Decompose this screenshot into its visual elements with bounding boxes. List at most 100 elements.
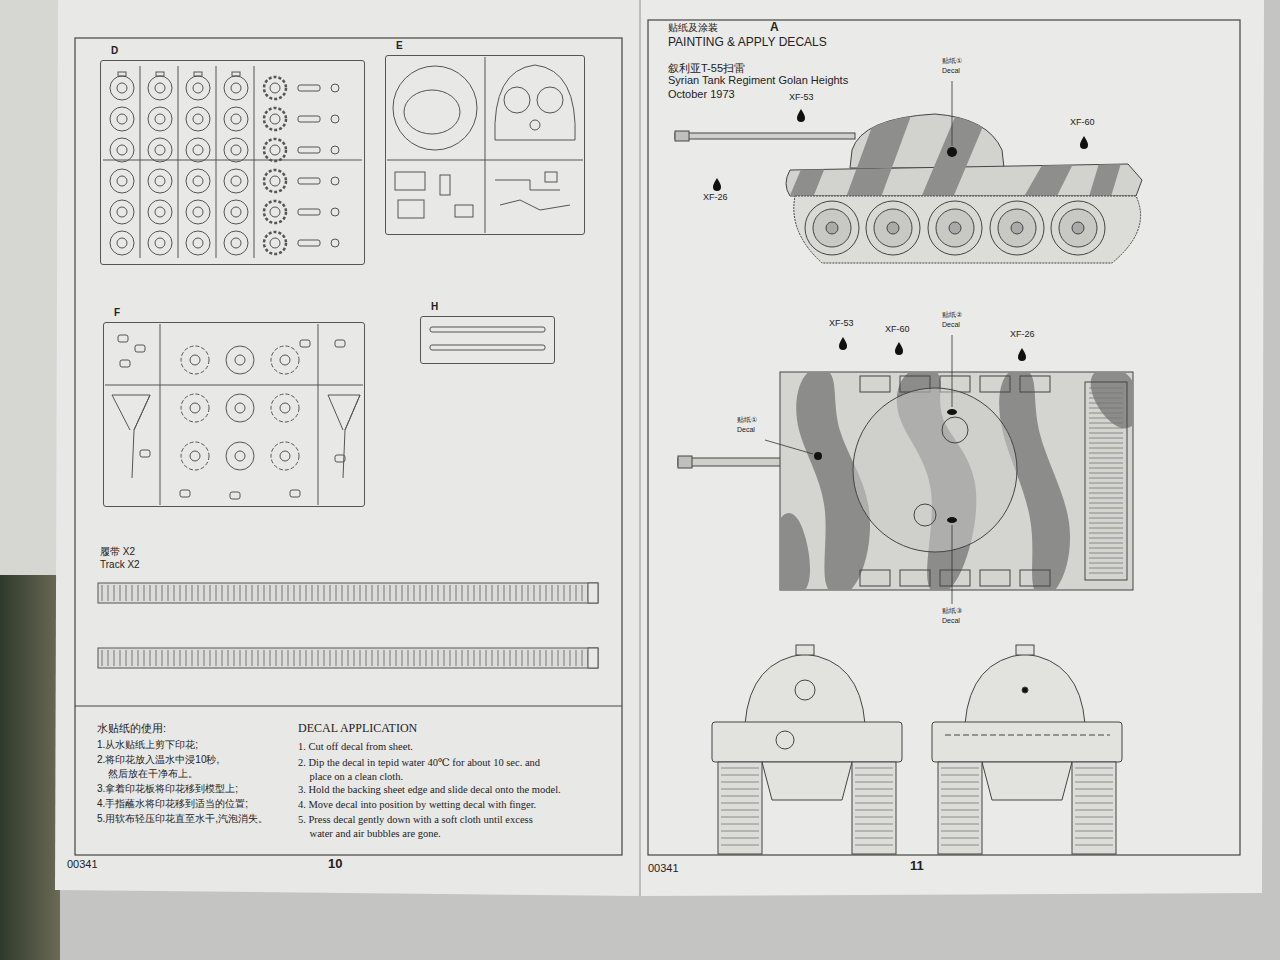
wheel-hub — [193, 238, 203, 248]
paint-code: XF-60 — [1070, 117, 1095, 128]
page-heading: 贴纸及涂装 — [668, 22, 718, 34]
wheel-hub — [193, 145, 203, 155]
fender-box — [900, 570, 930, 586]
track-links — [102, 650, 594, 666]
road-wheel — [186, 231, 210, 255]
sprue-letter: F — [114, 307, 120, 318]
small-part — [331, 208, 339, 216]
wheel-hub — [155, 145, 165, 155]
camouflage-band — [788, 160, 828, 200]
cupola — [796, 645, 814, 655]
paint-drop — [797, 109, 805, 122]
instruction-step: 5. Press decal gently down with a soft c… — [298, 813, 558, 841]
wheel-hub — [280, 451, 290, 461]
wheel-hub — [280, 355, 290, 365]
wheel-tab — [118, 72, 126, 76]
turret — [745, 654, 865, 724]
wheel-hub — [887, 222, 899, 234]
wheel-hub — [235, 355, 245, 365]
engine-grill — [1089, 388, 1123, 573]
wheel-hub — [1011, 222, 1023, 234]
road-wheel — [110, 200, 134, 224]
background-strip — [0, 575, 60, 960]
wheel-hub — [117, 83, 127, 93]
road-wheel — [990, 201, 1044, 255]
instruction-step: 1. Cut off decal from sheet. — [298, 741, 413, 754]
hull — [932, 722, 1122, 762]
idler-wheel — [181, 442, 209, 470]
instruction-step: 3.拿着印花板将印花移到模型上; — [97, 783, 238, 795]
page-number: 11 — [910, 858, 924, 874]
wheel-hub — [117, 145, 127, 155]
turret-ring — [393, 66, 477, 150]
small-part — [298, 209, 320, 215]
camouflage-band — [1022, 160, 1075, 200]
fender-box — [1020, 570, 1050, 586]
sprue-drawings — [98, 57, 598, 668]
runner — [140, 66, 141, 258]
leader-line — [765, 440, 813, 454]
front-view — [712, 645, 902, 854]
wheel-hub — [826, 222, 838, 234]
hatch — [914, 504, 936, 526]
decal-mark — [947, 409, 957, 415]
wheel-hub — [231, 207, 241, 217]
wheel-hub — [190, 403, 200, 413]
small-part — [118, 335, 128, 342]
instruction-step: 5.用软布轻压印花直至水干,汽泡消失。 — [97, 813, 268, 825]
camouflage-band — [920, 105, 992, 200]
wheel-tab — [194, 72, 202, 76]
section-heading: 水贴纸的使用: — [97, 722, 166, 735]
frame-divider — [75, 705, 622, 706]
wheel-hub — [155, 176, 165, 186]
paint-drop — [839, 337, 847, 350]
road-wheel-rim — [998, 209, 1036, 247]
sprocket-hub — [270, 176, 280, 186]
small-part — [331, 239, 339, 247]
idler-wheel — [271, 346, 299, 374]
frame-part — [328, 395, 360, 478]
decal-callout: Decal — [942, 67, 960, 75]
sprocket — [264, 201, 286, 223]
decal-callout: 贴纸① — [942, 57, 962, 65]
wheel-hub — [155, 207, 165, 217]
road-wheel — [186, 169, 210, 193]
paint-drop — [713, 178, 721, 191]
page-fold — [639, 0, 641, 896]
sprue-letter: E — [396, 40, 403, 51]
leader-line — [952, 81, 953, 146]
gun-barrel — [675, 133, 855, 139]
part-name: 履带 X2 — [100, 546, 135, 558]
wheel-hub — [117, 176, 127, 186]
decal-mark — [1022, 687, 1028, 693]
road-wheel — [1051, 201, 1105, 255]
paint-code: XF-26 — [703, 192, 728, 203]
small-part — [290, 490, 300, 497]
small-part — [335, 340, 345, 347]
wheel-hub — [193, 83, 203, 93]
wheel-hub — [117, 238, 127, 248]
sprocket-hub — [270, 114, 280, 124]
road-wheel — [148, 231, 172, 255]
scheme-title: October 1973 — [668, 88, 735, 101]
frame-part — [112, 395, 150, 478]
tank-illustration — [675, 105, 1142, 854]
track — [938, 762, 982, 854]
hatch — [530, 120, 540, 130]
wheel-hub — [949, 222, 961, 234]
idler-wheel — [181, 346, 209, 374]
hatch — [504, 87, 530, 113]
sprocket-hub — [270, 145, 280, 155]
sprue-frame: H — [420, 316, 555, 364]
wheel-hub — [231, 114, 241, 124]
wheel-hub — [235, 403, 245, 413]
wheel-hub — [231, 176, 241, 186]
road-wheel — [148, 200, 172, 224]
road-wheel-rim — [813, 209, 851, 247]
runner — [178, 66, 179, 258]
road-wheel — [866, 201, 920, 255]
road-wheel — [224, 169, 248, 193]
fender-box — [980, 570, 1010, 586]
sprue-letter: D — [111, 45, 118, 56]
